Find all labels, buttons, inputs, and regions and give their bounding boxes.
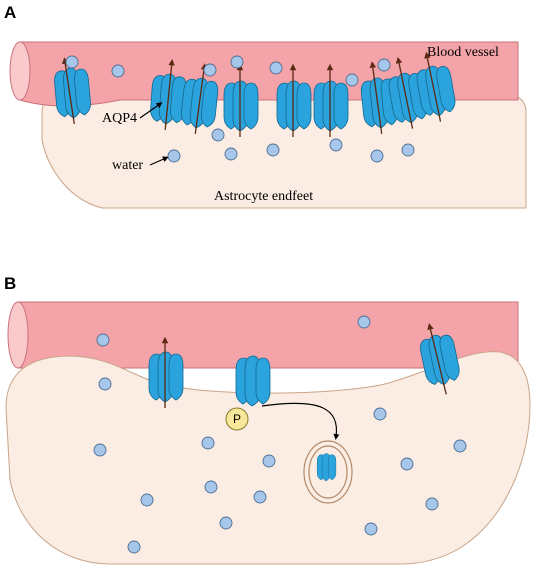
water-molecule-icon: [167, 149, 181, 163]
water-label: water: [112, 158, 143, 173]
water-molecule-icon: [401, 143, 415, 157]
water-molecule-icon: [266, 143, 280, 157]
aqp4-channels-a: [53, 51, 458, 137]
aqp4-channel-icon: [276, 63, 312, 137]
water-molecule-icon: [127, 540, 141, 554]
water-molecule-icon: [203, 63, 217, 77]
aqp4-channel-icon: [179, 63, 220, 134]
aqp4-channel-icon: [223, 63, 259, 137]
internalization-arrow: [261, 402, 340, 440]
phosphate-icon: P: [225, 407, 249, 431]
aqp4-channel-icon: [235, 355, 271, 407]
blood-vessel-label: Blood vessel: [427, 45, 499, 60]
water-molecule-icon: [345, 73, 359, 87]
aqp4-channel-icon: [414, 51, 458, 122]
panel-b-letter: B: [4, 274, 16, 293]
water-molecules-a: [65, 55, 415, 163]
vesicle-icon: [303, 440, 353, 504]
water-molecule-icon: [219, 516, 233, 530]
water-molecule-icon: [377, 58, 391, 72]
water-molecule-icon: [364, 522, 378, 536]
water-molecule-icon: [269, 61, 283, 75]
aqp4-channel-icon: [386, 56, 430, 129]
water-molecule-icon: [253, 490, 267, 504]
water-molecule-icon: [329, 138, 343, 152]
water-molecules-b: [93, 315, 467, 554]
water-molecule-icon: [98, 377, 112, 391]
water-molecule-icon: [204, 480, 218, 494]
water-molecule-icon: [211, 128, 225, 142]
water-molecule-icon: [224, 147, 238, 161]
water-molecule-icon: [373, 407, 387, 421]
water-molecule-icon: [96, 333, 110, 347]
panel-b: B P: [4, 274, 531, 565]
water-molecule-icon: [357, 315, 371, 329]
water-molecule-icon: [140, 493, 154, 507]
aqp4-channel-icon: [359, 61, 400, 134]
astrocyte-endfeet-label: Astrocyte endfeet: [214, 189, 313, 204]
aqp4-label: AQP4: [102, 111, 137, 126]
panel-a-letter: A: [4, 3, 16, 22]
phosphate-label: P: [233, 412, 241, 426]
water-molecule-icon: [201, 436, 215, 450]
aqp4-channel-icon: [417, 323, 463, 395]
water-molecule-icon: [93, 443, 107, 457]
water-molecule-icon: [65, 55, 79, 69]
water-molecule-icon: [111, 64, 125, 78]
aqp4-channel-icon: [53, 57, 93, 124]
water-molecule-icon: [230, 55, 244, 69]
water-molecule-icon: [262, 454, 276, 468]
callouts-a: AQP4 water: [102, 102, 169, 173]
water-molecule-icon: [453, 439, 467, 453]
panel-a: A Astrocyte endfeet Blood vessel: [4, 3, 527, 209]
aqp4-channel-icon: [149, 59, 188, 131]
aqp4-channels-b: [148, 323, 463, 408]
aqp4-channel-icon: [313, 63, 349, 137]
water-molecule-icon: [370, 149, 384, 163]
astrocyte-endfeet-a: Astrocyte endfeet: [41, 93, 527, 209]
aqp4-channel-icon: [148, 336, 184, 408]
water-molecule-icon: [425, 497, 439, 511]
water-molecule-icon: [400, 457, 414, 471]
